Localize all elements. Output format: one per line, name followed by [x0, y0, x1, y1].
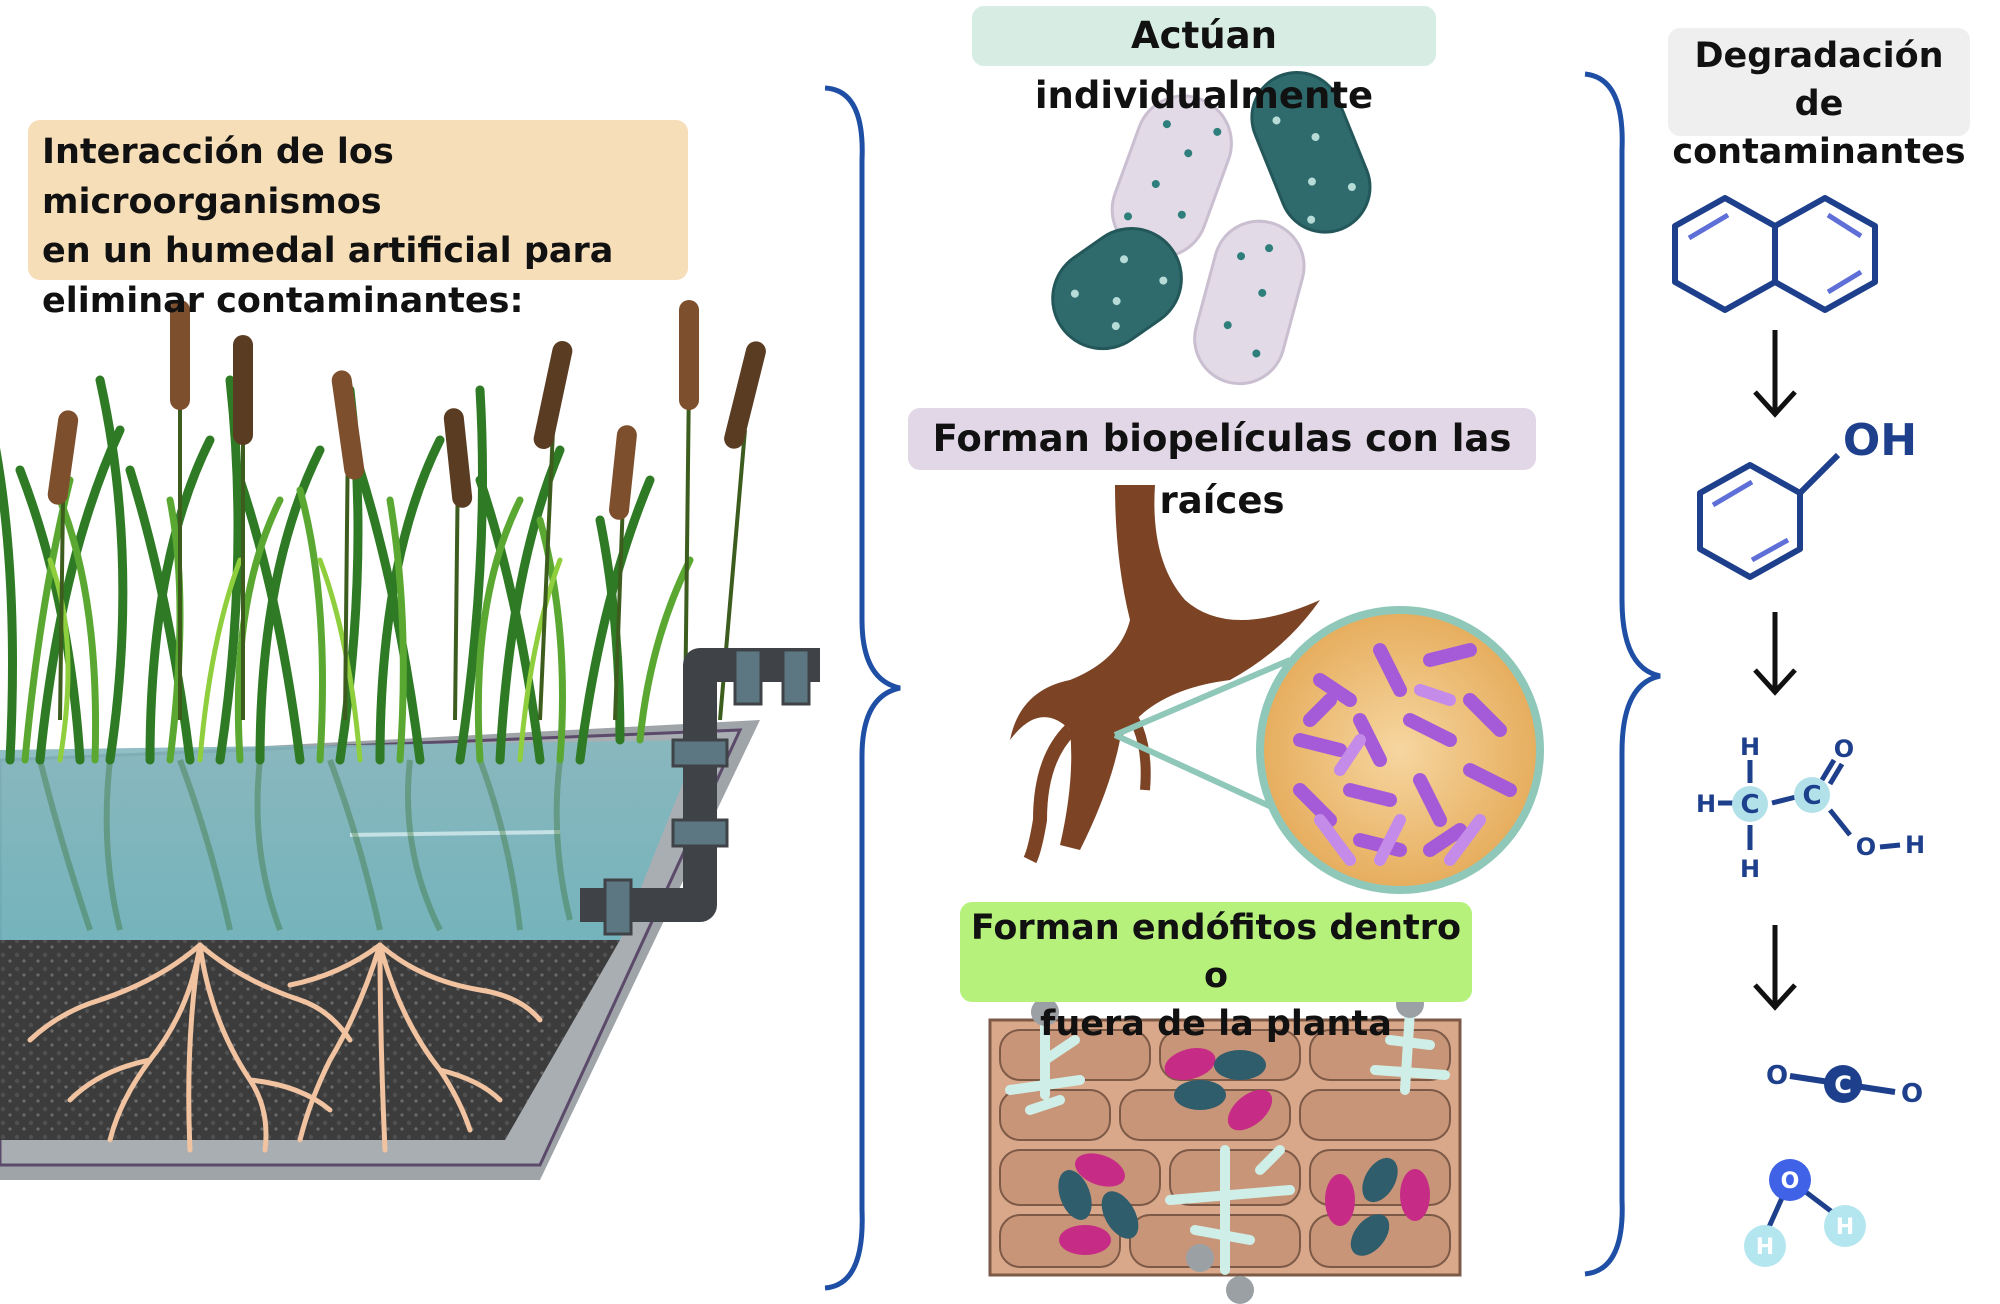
right-brace — [1584, 71, 1661, 1277]
individual-label: Actúan individualmente — [972, 6, 1436, 117]
diagram-title: Interacción de los microorganismos en un… — [28, 120, 688, 321]
wetland-illustration — [0, 300, 820, 1180]
grass — [0, 375, 694, 765]
title-line-1: Interacción de los microorganismos — [42, 132, 394, 222]
degradation-line-1: Degradación de — [1694, 36, 1944, 124]
acetic-h-right: H — [1905, 831, 1925, 859]
plant-tissue — [988, 990, 1462, 1304]
arrow-2 — [1753, 612, 1797, 696]
arrow-1 — [1753, 330, 1797, 418]
water-o: O — [1781, 1169, 1800, 1194]
water-layer — [0, 740, 700, 940]
acetic-h-bottom: H — [1740, 855, 1760, 883]
endophyte-label: Forman endófitos dentro o fuera de la pl… — [960, 902, 1472, 1044]
degradation-label: Degradación de contaminantes — [1668, 28, 1970, 172]
water-h-right: H — [1836, 1215, 1854, 1240]
biofilm-label: Forman biopelículas con las raíces — [908, 408, 1536, 522]
title-line-2: en un humedal artificial para — [42, 231, 614, 272]
endophyte-line-1: Forman endófitos dentro o — [970, 908, 1462, 996]
carbon-dioxide — [1789, 1065, 1896, 1103]
root-biofilm — [1010, 485, 1544, 894]
plant-roots — [27, 942, 543, 1153]
co2-o-left: O — [1766, 1061, 1788, 1091]
title-line-3: eliminar contaminantes: — [42, 281, 524, 322]
naphthalene — [1672, 195, 1878, 313]
left-brace — [824, 85, 901, 1291]
fungal-hyphae — [1005, 1005, 1450, 1275]
co2-o-right: O — [1901, 1079, 1923, 1109]
outlet-pipe — [580, 648, 820, 936]
acetic-o-right: O — [1856, 833, 1876, 861]
acetic-h-left: H — [1696, 790, 1716, 818]
endophyte-line-2: fuera de la planta — [1040, 1004, 1392, 1044]
acetic-acid — [1718, 758, 1901, 850]
degradation-line-2: contaminantes — [1672, 132, 1966, 172]
co2-c: C — [1834, 1071, 1852, 1099]
phenol-oh-label: OH — [1843, 415, 1917, 466]
phenol — [1697, 452, 1841, 580]
acetic-h-top: H — [1740, 733, 1760, 761]
acetic-c2: C — [1802, 781, 1821, 811]
water-molecule — [1744, 1159, 1866, 1267]
acetic-o-top: O — [1834, 735, 1854, 763]
arrow-3 — [1753, 925, 1797, 1011]
free-bacteria — [1051, 71, 1372, 386]
water-h-left: H — [1756, 1235, 1774, 1260]
acetic-c1: C — [1740, 790, 1759, 820]
